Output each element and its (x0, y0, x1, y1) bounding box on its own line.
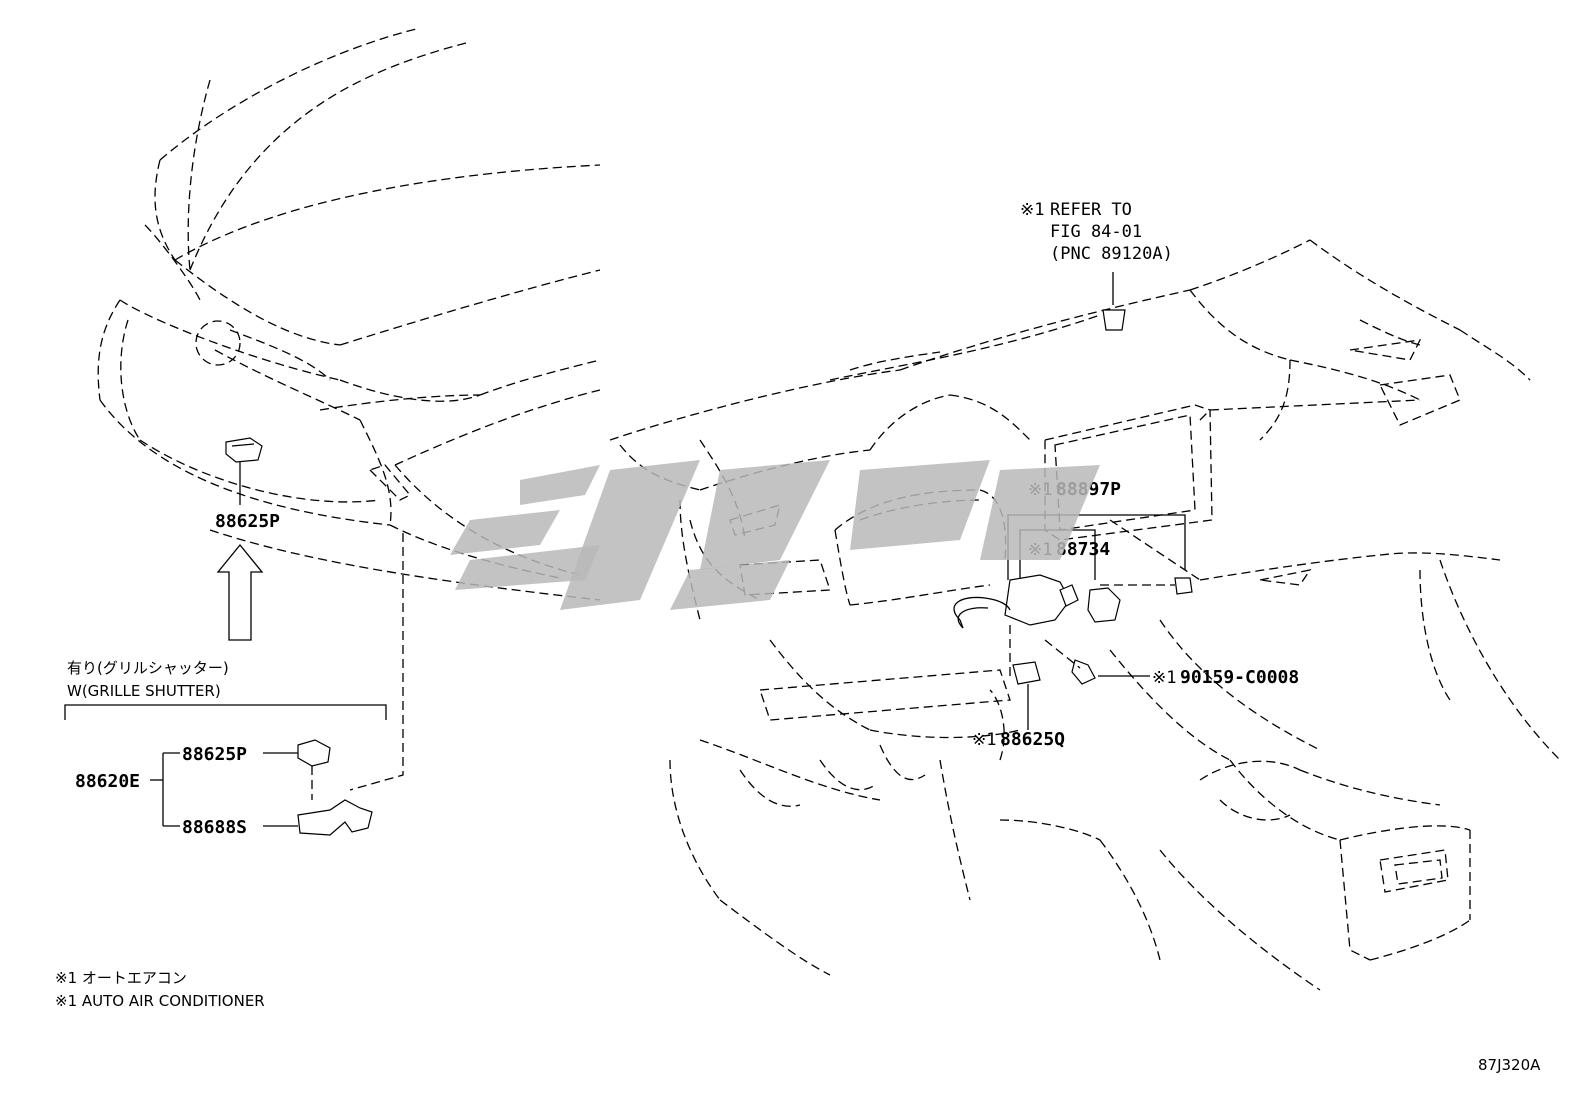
dashboard-outline (609, 239, 1561, 991)
grille-shutter-jp: 有り(グリルシャッター) (67, 659, 229, 677)
sun-sensor-part (1102, 309, 1126, 331)
bolt-part (1071, 659, 1096, 685)
label-assy: 88620E (75, 771, 140, 792)
label-assy-sensor: 88625P (182, 744, 247, 765)
sensor-88625q-part (1012, 661, 1041, 685)
label-assy-bracket: 88688S (182, 817, 247, 838)
watermark-logo (450, 460, 1100, 610)
car-front-outline (97, 27, 601, 601)
up-arrow (216, 543, 264, 641)
screw-part (1174, 577, 1193, 595)
refer-line-1: REFER TO (1050, 200, 1132, 220)
label-90159: 90159-C0008 (1180, 667, 1299, 688)
label-front-sensor: 88625P (215, 511, 280, 532)
grille-shutter-en: W(GRILLE SHUTTER) (67, 682, 221, 700)
footnote-jp: ※1 オートエアコン (55, 969, 187, 987)
label-88625q: 88625Q (1000, 729, 1065, 750)
actuator-assembly (953, 574, 1121, 680)
grille-shutter-bracket (64, 704, 387, 720)
bolt-leader-dash (1044, 639, 1081, 669)
mark-90159: ※1 (1152, 668, 1176, 688)
refer-line-3: (PNC 89120A) (1050, 244, 1173, 264)
label-88734: 88734 (1056, 539, 1110, 560)
assy-tree-lines (150, 752, 298, 827)
refer-line-2: FIG 84-01 (1050, 222, 1142, 242)
mark-88625q: ※1 (972, 730, 996, 750)
footnote-en: ※1 AUTO AIR CONDITIONER (55, 992, 265, 1010)
refer-mark: ※1 (1020, 200, 1044, 220)
figure-code: 87J320A (1478, 1056, 1541, 1074)
assy-leader-dashed (349, 533, 404, 791)
assy-bracket-part (297, 799, 373, 836)
assy-sensor-part (297, 739, 331, 800)
front-sensor-part (225, 437, 263, 505)
